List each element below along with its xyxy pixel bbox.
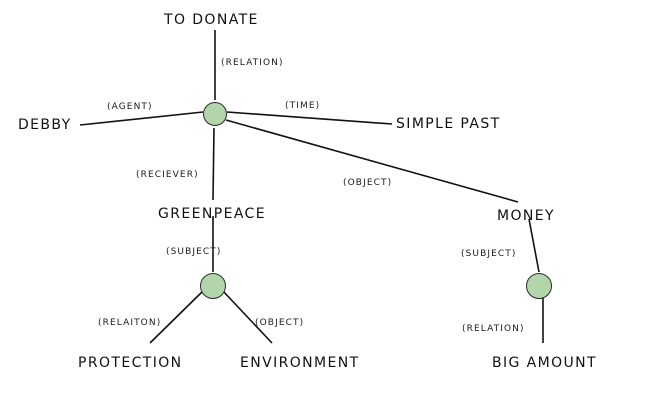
edge-debby-hub1 [79, 111, 204, 126]
edge-simplepast-hub1 [226, 111, 393, 125]
edge-label-object-money: (object) [343, 178, 393, 188]
edge-label-time: (time) [285, 101, 321, 111]
edge-money-hub3 [528, 218, 540, 273]
node-label-debby: Debby [18, 117, 72, 133]
edge-money-hub1 [225, 119, 519, 203]
edge-label-object-environment: (object) [255, 318, 305, 328]
node-label-greenpeace: Greenpeace [158, 206, 266, 222]
edge-label-relaiton: (relaiton) [98, 318, 162, 328]
edge-label-relation-big-amount: (relation) [462, 324, 525, 334]
node-label-protection: Protection [78, 355, 183, 371]
edge-environment-hub2 [221, 289, 273, 344]
edge-label-agent: (agent) [107, 102, 153, 112]
node-hub-money[interactable] [526, 273, 552, 299]
edge-label-reciever: (reciever) [136, 170, 199, 180]
edge-label-subject-greenpeace: (subject) [166, 247, 222, 257]
edge-greenpeace-hub1 [212, 127, 215, 201]
node-label-big-amount: Big amount [492, 355, 597, 371]
node-hub-main[interactable] [203, 102, 227, 126]
node-label-environment: Environment [240, 355, 360, 371]
node-label-to-donate: To donate [164, 12, 259, 28]
edge-label-subject-money: (subject) [461, 249, 517, 259]
edge-protection-hub2 [149, 289, 205, 344]
node-hub-greenpeace[interactable] [200, 273, 226, 299]
edge-label-relation-top: (relation) [221, 58, 284, 68]
node-label-simple-past: Simple past [396, 116, 501, 132]
node-label-money: Money [497, 208, 555, 224]
